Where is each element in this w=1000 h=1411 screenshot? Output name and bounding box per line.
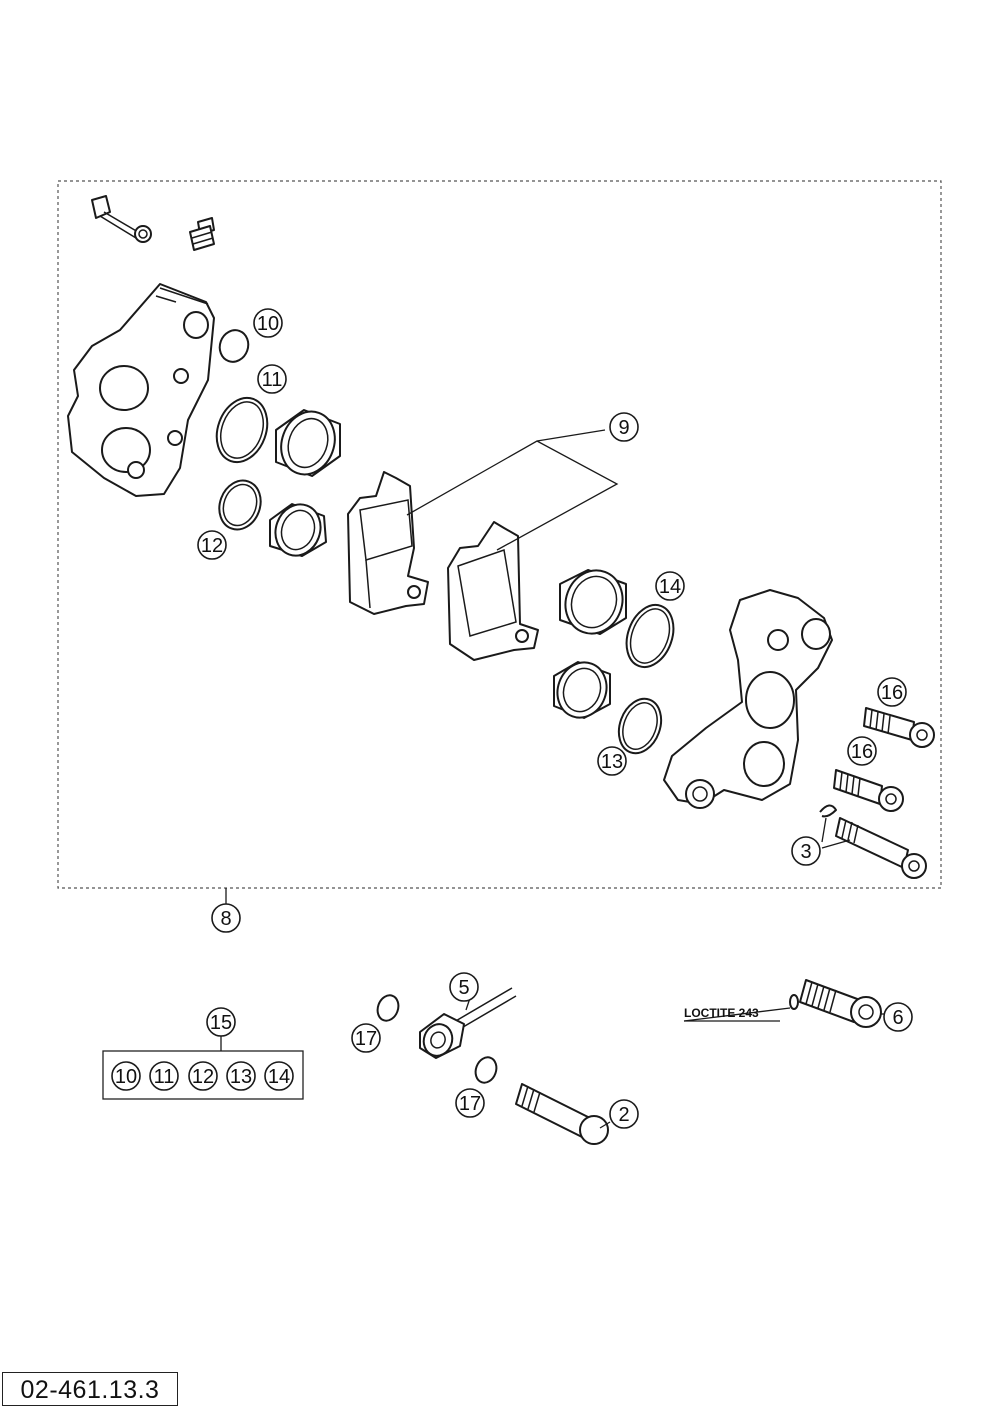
callout-c10: 10 [253, 308, 283, 338]
caliper-assembly-boundary [57, 180, 942, 889]
callout-number: 6 [892, 1007, 903, 1029]
caliper-half-outer [67, 283, 215, 497]
callout-number: 8 [220, 908, 231, 930]
kit-item-number: 14 [268, 1066, 290, 1088]
callout-number: 3 [800, 841, 811, 863]
callout-c8: 8 [211, 903, 241, 933]
callout-number: 17 [355, 1028, 377, 1050]
brake-pad-2 [447, 521, 539, 661]
bolt-3 [835, 817, 927, 879]
callout-number: 15 [210, 1012, 232, 1034]
brake-line-5 [419, 987, 517, 1059]
callout-number: 13 [601, 751, 623, 773]
seal-11 [215, 396, 269, 464]
leader-9 [406, 429, 619, 551]
bolt-16-lower [833, 769, 904, 812]
washer-17-upper [376, 994, 400, 1022]
brake-pad-1 [347, 471, 429, 615]
leader-3 [821, 817, 851, 849]
callout-c13: 13 [597, 746, 627, 776]
document-id-box: 02-461.13.3 [2, 1372, 178, 1406]
callout-number: 5 [458, 977, 469, 999]
callout-c3: 3 [791, 836, 821, 866]
callout-number: 10 [257, 313, 279, 335]
seal-10 [218, 329, 250, 363]
loctite-label: LOCTITE 243 [684, 1006, 759, 1020]
callout-c15: 15 [206, 1007, 236, 1037]
kit-item-number: 10 [115, 1066, 137, 1088]
seal-12 [218, 479, 262, 531]
callout-number: 9 [618, 417, 629, 439]
loctite-leader [683, 1007, 791, 1022]
callout-c9: 9 [609, 412, 639, 442]
callout-c11: 11 [257, 364, 287, 394]
kit-item: 14 [264, 1061, 294, 1091]
kit-item-number: 13 [230, 1066, 252, 1088]
retaining-clip [819, 804, 837, 818]
caliper-half-inner [663, 589, 833, 809]
bolt-6 [799, 979, 882, 1028]
seal-12-inner [222, 483, 258, 527]
piston-large-left [275, 409, 341, 477]
piston-small-right [553, 661, 611, 719]
callout-labels: 10 11 12 9 14 13 16 16 3 8 5 17 17 2 6 15 10 11 12 13 14 [111, 308, 913, 1129]
document-id: 02-461.13.3 [20, 1376, 160, 1404]
kit-item: 10 [111, 1061, 141, 1091]
callout-number: 2 [618, 1104, 629, 1126]
callout-c16b: 16 [847, 736, 877, 766]
callout-number: 17 [459, 1093, 481, 1115]
callout-number: 14 [659, 576, 681, 598]
kit-item-number: 12 [192, 1066, 214, 1088]
callout-c16a: 16 [877, 677, 907, 707]
seal-11-inner [219, 401, 265, 459]
bleeder-cap [91, 195, 152, 243]
kit-item: 12 [188, 1061, 218, 1091]
banjo-bolt-2 [515, 1083, 609, 1145]
callout-c17b: 17 [455, 1088, 485, 1118]
loctite-drop [789, 994, 799, 1010]
callout-number: 16 [881, 682, 903, 704]
kit-item: 11 [149, 1061, 179, 1091]
callout-c12: 12 [197, 530, 227, 560]
callout-number: 11 [262, 369, 283, 391]
callout-c17a: 17 [351, 1023, 381, 1053]
callout-c2: 2 [609, 1099, 639, 1129]
washer-17-lower [474, 1056, 498, 1084]
callout-c14: 14 [655, 571, 685, 601]
piston-small-left [269, 503, 327, 557]
callout-number: 12 [201, 535, 223, 557]
callout-number: 16 [851, 741, 873, 763]
bleed-valve [189, 217, 215, 251]
kit-item: 13 [226, 1061, 256, 1091]
kit-item-number: 11 [154, 1066, 175, 1088]
piston-large-right [559, 569, 627, 635]
callout-c6: 6 [883, 1002, 913, 1032]
callout-c5: 5 [449, 972, 479, 1002]
seal-14-inner [629, 608, 671, 664]
seal-13-inner [622, 702, 658, 750]
bolt-16-upper [863, 707, 935, 748]
